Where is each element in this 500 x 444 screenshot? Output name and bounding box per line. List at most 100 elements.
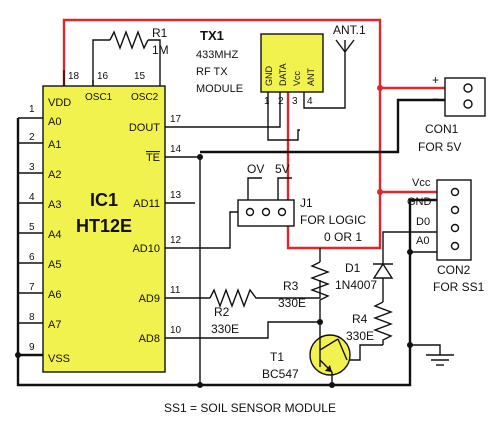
tx1-module: TX1 433MHZ RF TX MODULE GND DATA Vcc ANT… [196, 28, 324, 107]
r3-designator: R3 [283, 279, 299, 293]
con1-minus-label: − [432, 92, 439, 106]
gnd-symbol-wire [410, 344, 441, 355]
con1-designator: CON1 [425, 122, 459, 136]
tx1-pin-label: ANT [306, 67, 316, 86]
con2-pin-label: GND [407, 196, 432, 208]
pin-number: 1 [29, 104, 35, 115]
d0-wire [382, 231, 437, 265]
tx1-pin-label: GND [264, 66, 274, 87]
r2-resistor: R2 330E [209, 288, 260, 336]
pin-number: 17 [170, 114, 182, 125]
r1-resistor: R1 1M [109, 26, 169, 57]
pin-label: A0 [48, 116, 61, 128]
pin-number: 12 [170, 235, 182, 246]
con2-pin-label: D0 [416, 216, 430, 228]
junction-dot [317, 319, 323, 325]
junction-dot [407, 249, 413, 255]
ic1-left-pins: 1 2 3 4 5 6 7 8 9 VDD A0 A1 A2 A3 A4 A5 … [18, 97, 71, 365]
con2-pin-label: Vcc [412, 177, 431, 189]
con1-desc: FOR 5V [418, 140, 461, 154]
pin-label: A7 [48, 319, 61, 331]
pin-number: 2 [29, 132, 35, 143]
pin-number: 16 [97, 71, 109, 82]
r1-value: 1M [152, 43, 169, 57]
pin-label: A3 [48, 199, 61, 211]
r1-designator: R1 [152, 26, 168, 40]
pin-label: DOUT [129, 122, 160, 134]
vcc-wire-top [62, 18, 445, 95]
ground-symbol [426, 354, 454, 366]
pin-number: 6 [29, 252, 35, 263]
tx1-pin-label: Vcc [292, 70, 302, 86]
t1-designator: T1 [270, 350, 284, 364]
j1-designator: J1 [300, 196, 313, 210]
tx1-pin-number: 2 [278, 96, 284, 107]
pin-label: AD9 [139, 293, 160, 305]
t1-value: BC547 [262, 367, 299, 381]
d1-value: 1N4007 [335, 278, 377, 292]
pin-number: 11 [170, 285, 181, 296]
junction-dot [15, 352, 21, 358]
j1-ov-label: OV [247, 162, 264, 176]
pin-number: 3 [29, 162, 35, 173]
r3-value: 330E [278, 296, 306, 310]
pin-number: 15 [134, 71, 146, 82]
ad8-wire [165, 321, 320, 339]
junction-dot [197, 382, 203, 388]
junction-dot [377, 189, 383, 195]
junction-dot [197, 154, 203, 160]
pin-number: 8 [29, 312, 35, 323]
pin-number: 9 [29, 342, 35, 353]
pin-number: 10 [170, 325, 182, 336]
r4-resistor: R4 330E [346, 301, 393, 345]
r4-value: 330E [346, 329, 374, 343]
tx1-desc-line2: RF TX [196, 66, 228, 78]
d1-diode: D1 1N4007 [335, 261, 394, 292]
pin-label: A5 [48, 259, 61, 271]
tx1-desc-line3: MODULE [196, 83, 243, 95]
ic1-right-pins: 17 14 13 12 11 10 DOUT TE AD11 AD10 AD9 … [129, 114, 195, 345]
pin-label: A2 [48, 169, 61, 181]
ground-wire-main [16, 118, 437, 387]
j1-5v-wire [277, 177, 292, 200]
tx-gnd-wire [267, 92, 300, 141]
r3-resistor: R3 330E [278, 261, 330, 310]
con2-designator: CON2 [437, 263, 471, 277]
pin-label: AD10 [132, 243, 160, 255]
ic1-chip: IC1 HT12E 18 16 15 OSC1 OSC2 [42, 70, 166, 373]
pin-number: 4 [29, 192, 35, 203]
tx1-designator: TX1 [200, 28, 224, 43]
pin-label: OSC1 [85, 92, 113, 103]
pin-label: VSS [48, 353, 70, 365]
j1-desc2: 0 OR 1 [324, 230, 362, 244]
footnote: SS1 = SOIL SENSOR MODULE [164, 401, 336, 415]
tx1-pin-number: 3 [292, 96, 298, 107]
antenna-symbol: ANT.1 [333, 23, 366, 54]
antenna-label: ANT.1 [333, 23, 366, 37]
pin-label: VDD [48, 97, 71, 109]
junction-dot [377, 85, 383, 91]
ground-wire-con1 [200, 98, 445, 154]
tx1-pin-label: DATA [278, 63, 288, 86]
pin-number: 5 [29, 222, 35, 233]
j1-desc1: FOR LOGIC [300, 213, 366, 227]
con1-plus-label: + [432, 73, 439, 87]
t1-transistor: T1 BC547 [262, 328, 351, 381]
con2-pin-label: A0 [416, 235, 429, 247]
tx1-desc-line1: 433MHZ [196, 49, 238, 61]
vcc-wire-tx [286, 92, 382, 250]
pin-label: OSC2 [131, 92, 159, 103]
r2-to-r3-wire [260, 280, 321, 299]
con1-connector: + − CON1 FOR 5V [418, 73, 486, 154]
con2-connector: Vcc GND D0 A0 CON2 FOR SS1 [407, 177, 485, 294]
ant-wire [303, 52, 346, 109]
tx1-pin-number: 4 [307, 96, 313, 107]
j1-5v-label: 5V [275, 162, 290, 176]
d1-designator: D1 [345, 261, 361, 275]
con2-desc: FOR SS1 [433, 280, 485, 294]
pin-label: AD8 [139, 333, 160, 345]
r2-designator: R2 [214, 305, 230, 319]
ic1-part-number: HT12E [76, 216, 132, 236]
